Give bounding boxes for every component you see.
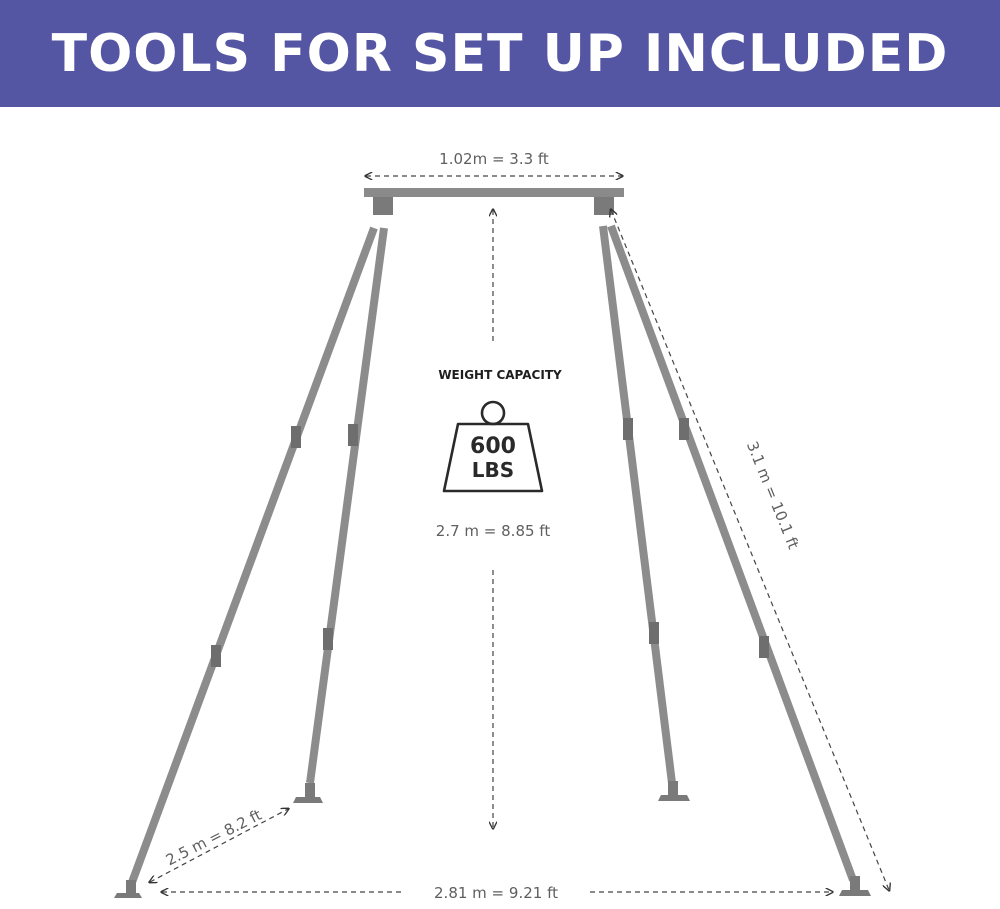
foot-front-left xyxy=(114,880,142,898)
top-beam xyxy=(364,188,624,197)
right-bracket xyxy=(594,197,614,215)
foot-front-right xyxy=(839,876,871,896)
dim-line-spread xyxy=(150,809,288,882)
dim-height: 2.7 m = 8.85 ft xyxy=(436,522,551,540)
foot-back-left xyxy=(293,783,323,803)
header-title: TOOLS FOR SET UP INCLUDED xyxy=(51,23,949,84)
dim-leg-spread: 2.5 m = 8.2 ft xyxy=(163,806,265,870)
dim-leg-length: 3.1 m = 10.1 ft xyxy=(743,439,803,552)
dim-base-width: 2.81 m = 9.21 ft xyxy=(434,884,558,902)
dimension-lines xyxy=(150,176,889,892)
weight-icon xyxy=(442,400,544,493)
leg-front-left xyxy=(127,226,378,887)
foot-back-right xyxy=(658,781,690,801)
leg-back-left xyxy=(306,227,388,784)
leg-back-right xyxy=(599,225,676,784)
dim-top-width: 1.02m = 3.3 ft xyxy=(439,150,549,168)
capacity-label: WEIGHT CAPACITY xyxy=(438,368,562,382)
left-bracket xyxy=(373,197,393,215)
capacity-value: 600 xyxy=(470,434,516,459)
header-banner: TOOLS FOR SET UP INCLUDED xyxy=(0,0,1000,107)
dim-line-leg xyxy=(611,210,889,890)
legs xyxy=(127,224,857,887)
capacity-unit: LBS xyxy=(472,458,514,482)
